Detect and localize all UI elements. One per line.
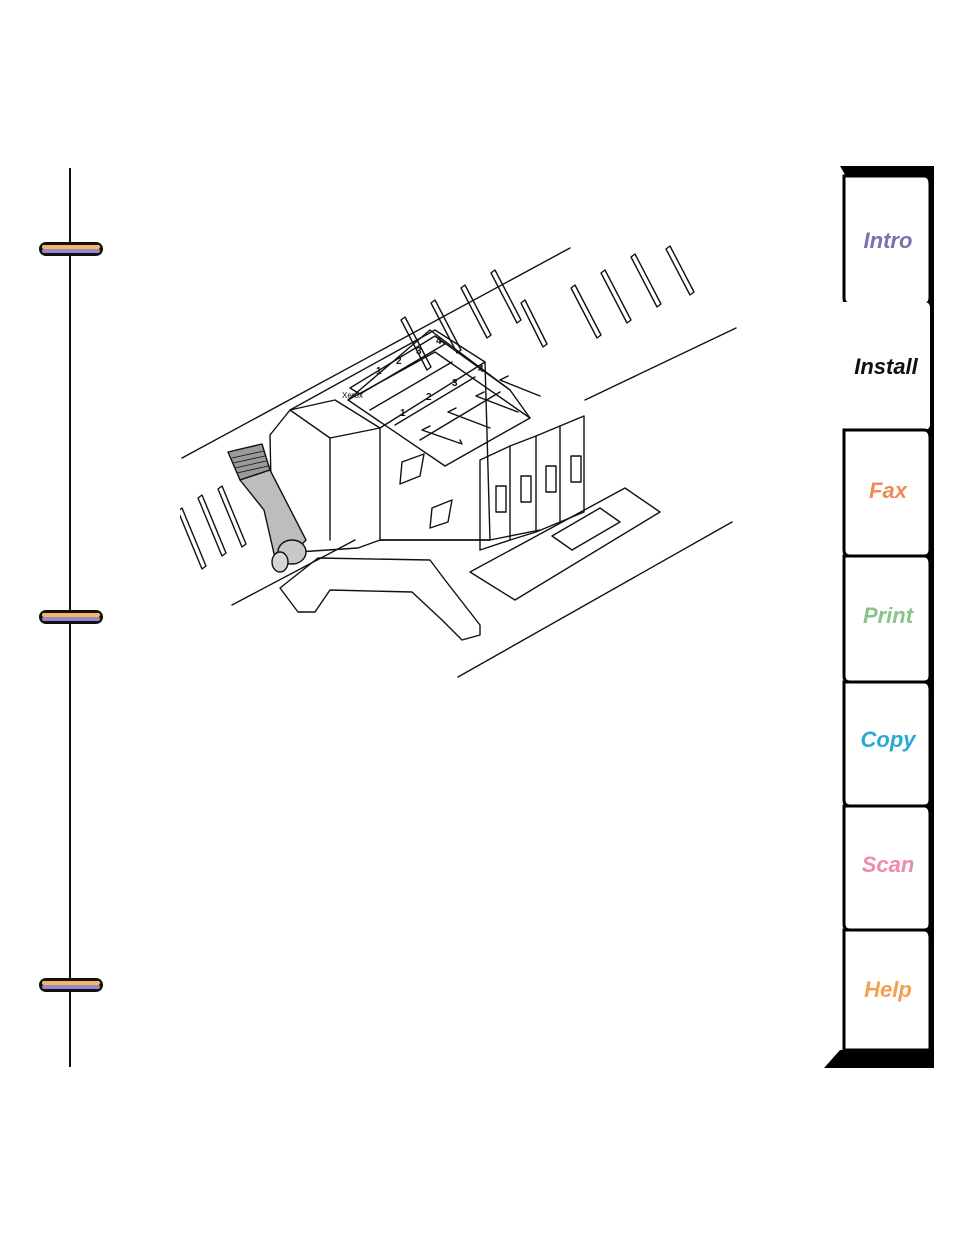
slot-number: 4 [436, 336, 442, 347]
tab-label-print[interactable]: Print [863, 603, 915, 628]
binder-ring-icon [38, 609, 104, 625]
cartridge-number: 3 [452, 378, 458, 389]
tab-label-help[interactable]: Help [864, 977, 912, 1002]
binder-ring-icon [38, 241, 104, 257]
tab-label-fax[interactable]: Fax [869, 478, 908, 503]
tab-label-intro[interactable]: Intro [864, 228, 913, 253]
cartridge-number: 4 [478, 364, 484, 375]
holder-label: Xerox [342, 391, 363, 400]
cartridge-number: 1 [400, 408, 406, 419]
section-tabs: Intro Install Fax Print Copy Scan Help [820, 166, 934, 1068]
slot-number: 2 [396, 356, 402, 367]
binder-ring-icon [38, 977, 104, 993]
tab-label-install[interactable]: Install [854, 354, 918, 379]
slot-number: 3 [416, 346, 422, 357]
slot-number: 1 [376, 366, 382, 377]
cartridge-number: 2 [426, 392, 432, 403]
cartridge-carriage-illustration: Xerox 1 2 3 4 1 2 3 4 [180, 240, 740, 680]
tab-label-scan[interactable]: Scan [862, 852, 915, 877]
tab-label-copy[interactable]: Copy [861, 727, 918, 752]
